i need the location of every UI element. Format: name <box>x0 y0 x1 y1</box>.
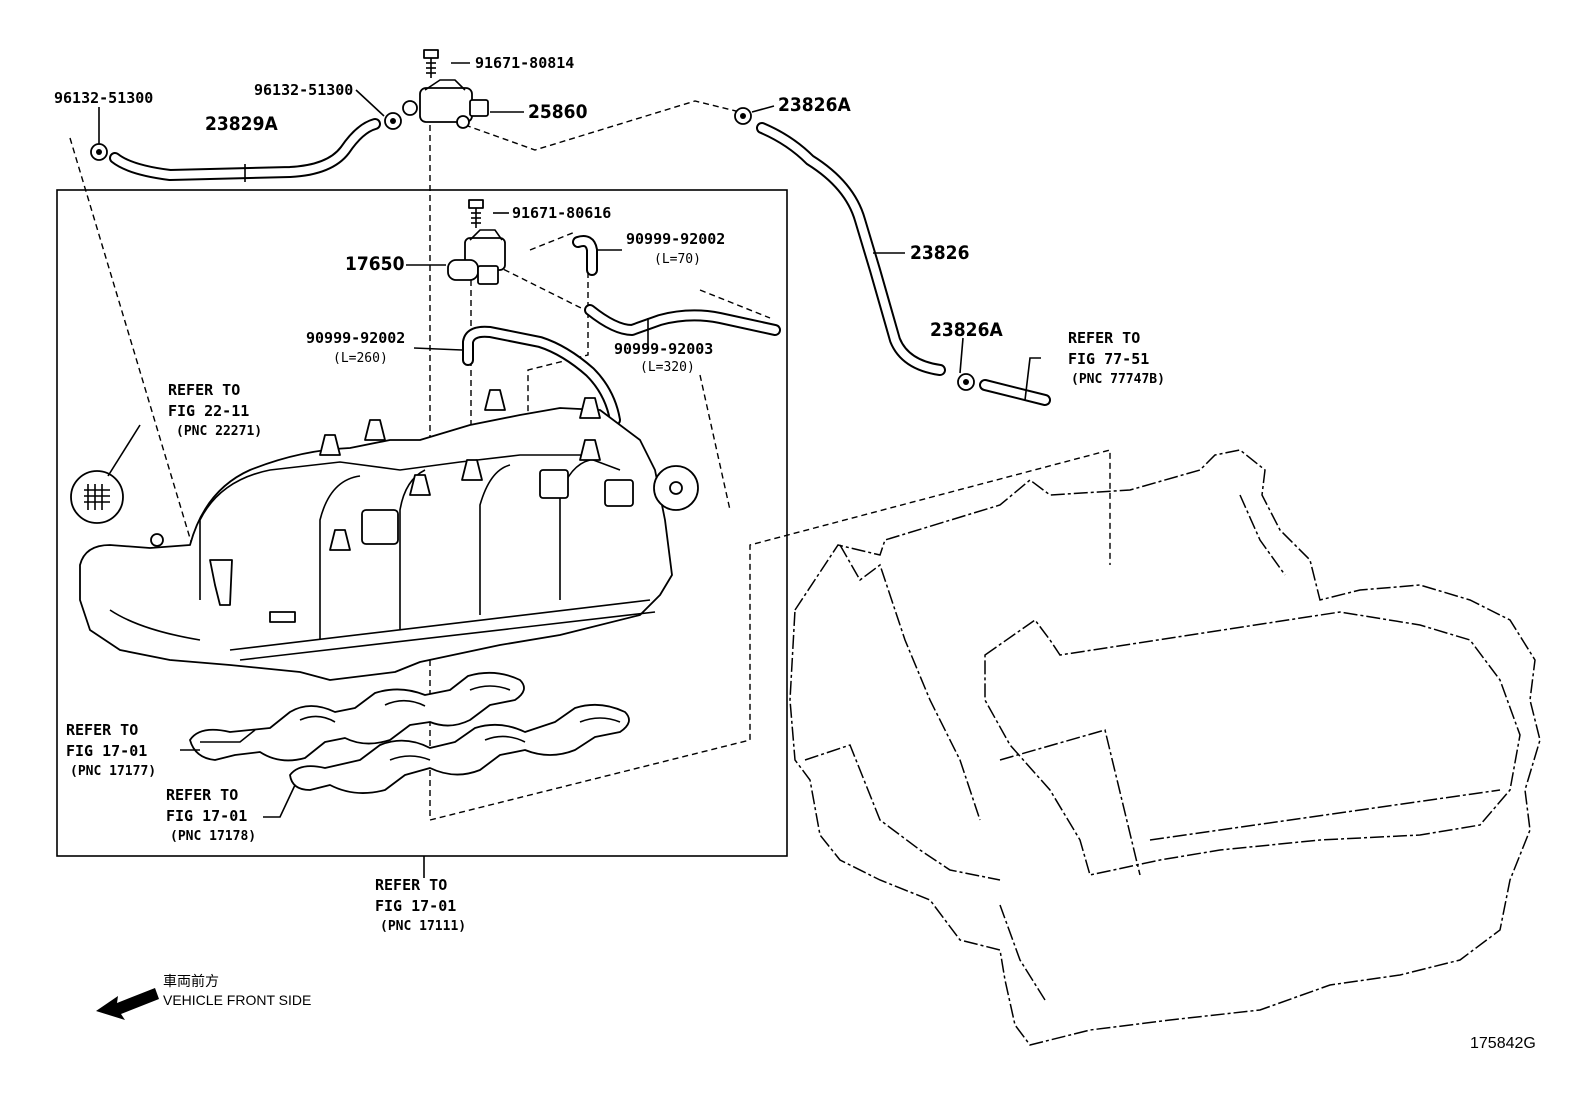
label-hose-left-length: (L=260) <box>333 351 388 366</box>
label-hose-23829a[interactable]: 23829A <box>205 113 278 135</box>
refer-fig-17-01-17111[interactable]: REFER TO FIG 17-01 (PNC 17111) <box>375 876 466 934</box>
hose-90999-92002-short[interactable] <box>572 235 598 276</box>
direction-label-english: VEHICLE FRONT SIDE <box>163 992 311 1008</box>
hose-90999-92002-left[interactable] <box>462 325 621 426</box>
leader-lines <box>98 62 1041 878</box>
hose-clamp-23826a-top[interactable] <box>734 107 752 125</box>
bolt-91671-80616[interactable] <box>468 199 484 228</box>
svg-text:REFER TO: REFER TO <box>166 786 238 804</box>
svg-text:FIG 17-01: FIG 17-01 <box>166 807 247 825</box>
svg-text:FIG 17-01: FIG 17-01 <box>375 897 456 915</box>
gasket-22271[interactable] <box>70 470 124 524</box>
label-clamp-left[interactable]: 96132-51300 <box>54 89 153 107</box>
label-clamp-23826a-top[interactable]: 23826A <box>778 94 851 116</box>
svg-text:(PNC 17111): (PNC 17111) <box>380 919 466 934</box>
label-hose-short-part[interactable]: 90999-92002 <box>626 230 725 248</box>
label-vsv-25860[interactable]: 25860 <box>528 101 588 123</box>
refer-fig-22-11[interactable]: REFER TO FIG 22-11 (PNC 22271) <box>168 381 262 439</box>
gasket-17178[interactable] <box>289 703 630 794</box>
hose-clamp-mid[interactable] <box>384 112 402 130</box>
gasket-17177[interactable] <box>189 671 525 762</box>
direction-label-japanese: 車両前方 <box>163 973 219 989</box>
svg-text:FIG 17-01: FIG 17-01 <box>66 742 147 760</box>
bolt-91671-80814[interactable] <box>423 49 439 78</box>
svg-text:REFER TO: REFER TO <box>168 381 240 399</box>
svg-text:REFER TO: REFER TO <box>1068 329 1140 347</box>
label-bolt-91671-80814[interactable]: 91671-80814 <box>475 54 574 72</box>
manifold-group-frame <box>56 189 788 857</box>
label-hose-long-part[interactable]: 90999-92003 <box>614 340 713 358</box>
hose-23829a[interactable] <box>109 118 381 182</box>
hose-clamp-left[interactable] <box>90 143 108 161</box>
hose-clamp-23826a-bottom[interactable] <box>957 373 975 391</box>
label-hose-long-length: (L=320) <box>640 360 695 375</box>
svg-text:(PNC 17178): (PNC 17178) <box>170 829 256 844</box>
figure-code: 175842G <box>1470 1035 1536 1052</box>
hose-90999-92003-long[interactable] <box>584 304 781 336</box>
label-clamp-23826a-bottom[interactable]: 23826A <box>930 319 1003 341</box>
engine-block-outline <box>789 449 1541 1046</box>
label-vsv-17650[interactable]: 17650 <box>345 253 405 275</box>
vsv-25860[interactable] <box>402 79 489 129</box>
label-bolt-91671-80616[interactable]: 91671-80616 <box>512 204 611 222</box>
svg-text:REFER TO: REFER TO <box>375 876 447 894</box>
refer-fig-17-01-17178[interactable]: REFER TO FIG 17-01 (PNC 17178) <box>166 786 256 844</box>
svg-text:REFER TO: REFER TO <box>66 721 138 739</box>
hose-23826[interactable] <box>756 122 946 376</box>
svg-text:(PNC 77747B): (PNC 77747B) <box>1071 372 1165 387</box>
vehicle-front-arrow-icon <box>96 988 159 1020</box>
hose-77747b <box>979 379 1051 406</box>
svg-text:FIG 77-51: FIG 77-51 <box>1068 350 1149 368</box>
label-hose-short-length: (L=70) <box>654 252 701 267</box>
label-hose-23826[interactable]: 23826 <box>910 242 969 264</box>
svg-text:(PNC 17177): (PNC 17177) <box>70 764 156 779</box>
refer-fig-17-01-17177[interactable]: REFER TO FIG 17-01 (PNC 17177) <box>66 721 156 779</box>
label-hose-left-part[interactable]: 90999-92002 <box>306 329 405 347</box>
label-clamp-mid[interactable]: 96132-51300 <box>254 81 353 99</box>
intake-manifold[interactable] <box>79 389 699 681</box>
refer-fig-77-51[interactable]: REFER TO FIG 77-51 (PNC 77747B) <box>1068 329 1165 387</box>
svg-text:(PNC 22271): (PNC 22271) <box>176 424 262 439</box>
vsv-17650[interactable] <box>447 229 506 285</box>
svg-text:FIG 22-11: FIG 22-11 <box>168 402 249 420</box>
